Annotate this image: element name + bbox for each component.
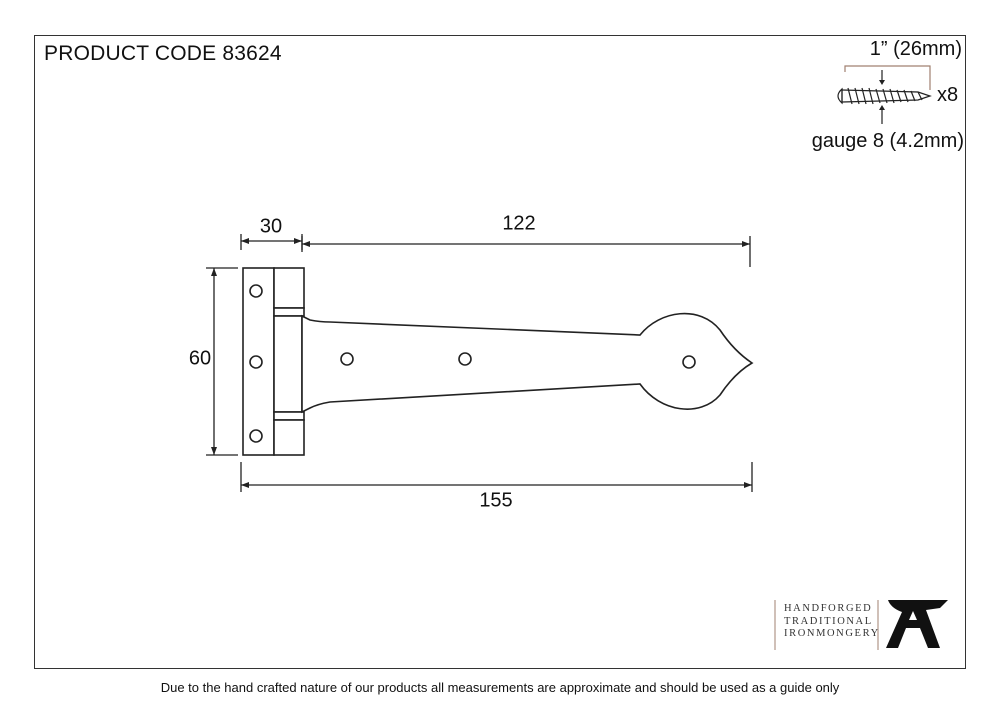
brand-wordmark: HANDFORGED TRADITIONAL IRONMONGERY <box>784 603 880 641</box>
dimension-plate-width: 30 <box>259 215 283 238</box>
hinge-strap <box>301 312 754 414</box>
screw-quantity-label: x8 <box>937 84 959 106</box>
dimension-strap-length: 122 <box>502 212 536 235</box>
screw-gauge-label: gauge 8 (4.2mm) <box>811 130 964 152</box>
product-code: PRODUCT CODE 83624 <box>44 42 282 65</box>
screw-length-bracket <box>844 65 931 90</box>
strap-screw-hole-3 <box>682 355 696 369</box>
dim-155-arrow-right <box>744 482 752 488</box>
screw-length-arrowhead <box>879 80 885 85</box>
knuckle-gap-top <box>273 307 305 317</box>
dim-30-arrow-left <box>241 238 249 244</box>
screw-shank <box>841 89 932 103</box>
screw-length-label: 1” (26mm) <box>869 38 962 60</box>
brand-line-2: TRADITIONAL <box>784 615 873 627</box>
drawing-frame <box>34 35 966 669</box>
strap-screw-hole-1 <box>340 352 354 366</box>
knuckle-top <box>273 267 305 309</box>
anvil-logo-icon <box>886 600 948 648</box>
screw-diagram <box>837 65 932 124</box>
dimension-height: 60 <box>188 347 212 370</box>
plate-screw-hole-bottom <box>249 429 263 443</box>
knuckle-bottom <box>273 419 305 456</box>
dim-155-arrow-left <box>241 482 249 488</box>
dim-60-arrow-bottom <box>211 447 217 455</box>
strap-screw-hole-2 <box>458 352 472 366</box>
knuckle-gap-bottom <box>273 411 305 421</box>
screw-gauge-arrowhead <box>879 105 885 110</box>
knuckle-middle <box>273 315 303 413</box>
dim-60-arrow-top <box>211 268 217 276</box>
footer-disclaimer: Due to the hand crafted nature of our pr… <box>160 680 840 695</box>
brand-line-1: HANDFORGED <box>784 603 873 614</box>
brand-logo <box>774 600 948 650</box>
brand-line-3: IRONMONGERY <box>784 628 880 639</box>
screw-thread <box>847 87 923 105</box>
dim-122-arrow-left <box>302 241 310 247</box>
tee-hinge <box>242 267 754 456</box>
dim-122-arrow-right <box>742 241 750 247</box>
dimension-lines <box>206 234 753 492</box>
dim-30-arrow-right <box>294 238 302 244</box>
plate-screw-hole-top <box>249 284 263 298</box>
dimension-overall-length: 155 <box>479 489 513 512</box>
plate-screw-hole-middle <box>249 355 263 369</box>
